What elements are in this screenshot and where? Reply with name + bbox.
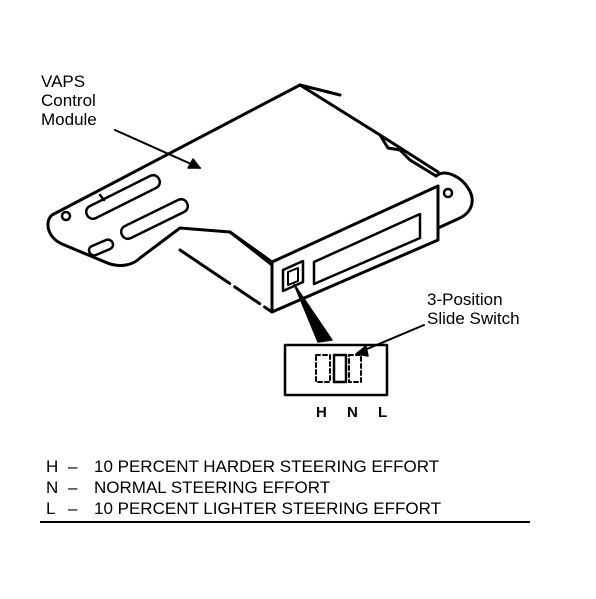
legend-key: H [46, 457, 59, 476]
legend-text: 10 PERCENT HARDER STEERING EFFORT [94, 457, 440, 476]
legend-row: L–10 PERCENT LIGHTER STEERING EFFORT [46, 498, 536, 519]
module-callout: VAPS Control Module [41, 72, 97, 129]
module-callout-line: Control [41, 91, 96, 110]
legend-text: 10 PERCENT LIGHTER STEERING EFFORT [94, 499, 441, 518]
module-housing [178, 83, 474, 314]
module-callout-line: Module [41, 110, 97, 129]
switch-callout: 3-Position Slide Switch [427, 290, 520, 328]
switch-detail [283, 343, 389, 397]
legend-row: N–NORMAL STEERING EFFORT [46, 477, 536, 498]
legend-divider [40, 521, 530, 523]
legend-dash: – [68, 499, 78, 518]
switch-position-letters: H N L [316, 404, 396, 421]
legend-key: N [46, 478, 59, 497]
legend-dash: – [68, 478, 78, 497]
bracket-slot-small [87, 238, 115, 257]
projection-cone [293, 283, 333, 343]
legend-text: NORMAL STEERING EFFORT [94, 478, 331, 497]
switch-callout-line: Slide Switch [427, 309, 520, 328]
switch-leader [359, 324, 425, 353]
module-leader [114, 129, 201, 169]
module-callout-line: VAPS [41, 72, 86, 91]
bracket-hole [60, 210, 72, 222]
switch-callout-line: 3-Position [427, 290, 503, 309]
legend: H–10 PERCENT HARDER STEERING EFFORT N–NO… [46, 456, 536, 519]
bracket-slots [85, 173, 189, 241]
legend-key: L [46, 499, 56, 518]
legend-dash: – [68, 457, 78, 476]
legend-row: H–10 PERCENT HARDER STEERING EFFORT [46, 456, 536, 477]
